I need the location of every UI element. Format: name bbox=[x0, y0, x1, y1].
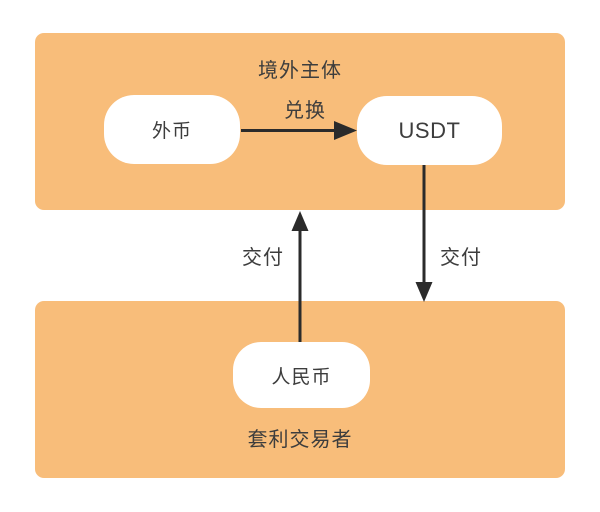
usdt-node-label: USDT bbox=[398, 117, 461, 143]
overseas-entity-label: 境外主体 bbox=[258, 60, 342, 82]
foreign-currency-node-label: 外币 bbox=[151, 121, 192, 142]
arbitrage-trader-label: 套利交易者 bbox=[247, 429, 353, 451]
foreign-currency-node: 外币 bbox=[104, 95, 240, 164]
usdt-node: USDT bbox=[357, 96, 502, 165]
rmb-node-label: 人民币 bbox=[271, 366, 332, 388]
deliver-up-edge-label: 交付 bbox=[242, 247, 284, 269]
exchange-edge-label: 兑换 bbox=[284, 100, 326, 122]
deliver-down-arrow-head-icon bbox=[415, 282, 433, 302]
rmb-node: 人民币 bbox=[233, 342, 370, 408]
deliver-down-edge-label: 交付 bbox=[440, 247, 482, 269]
deliver-up-arrow-head-icon bbox=[291, 211, 309, 231]
